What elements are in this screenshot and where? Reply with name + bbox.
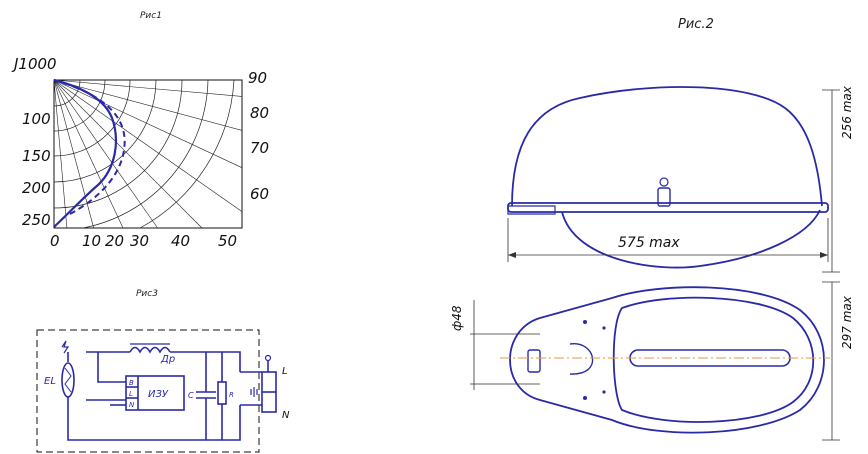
clamp: [657, 187, 671, 207]
fig1-grid-ray: [53, 79, 158, 229]
bulb-socket: [569, 343, 594, 375]
fig1-bottom-tick: 10: [82, 232, 101, 250]
resistor-label: R: [229, 391, 234, 399]
lamp-label: EL: [44, 376, 56, 387]
side-view: [507, 86, 829, 269]
clamp-top: [527, 349, 541, 373]
choke-coil: [129, 346, 171, 354]
reflector-outline: [612, 296, 814, 423]
bowl: [561, 209, 821, 269]
fig3-wiring-schematic: Рис3: [36, 289, 290, 453]
fig1-left-tick: 200: [22, 179, 51, 197]
top-outline: [509, 286, 825, 434]
fig1-curve-solid: [53, 78, 118, 228]
fig3-boundary: [36, 329, 260, 453]
capacitor-label: С: [188, 391, 194, 400]
fig1-grid-ray: [53, 79, 243, 168]
top-view: [509, 286, 825, 434]
fig1-left-tick: 100: [22, 110, 51, 128]
fig1-angle-tick: 90: [248, 69, 267, 87]
igniter-pin: N: [129, 401, 135, 409]
fig1-left-tick: 150: [22, 147, 51, 165]
lamp-symbol: [61, 362, 75, 398]
dim-height: 256 max: [840, 85, 854, 139]
body-band: [507, 202, 829, 213]
fig1-grid-ray: [53, 79, 94, 229]
fig1-bottom-tick: 50: [218, 232, 237, 250]
fig1-angle-tick: 80: [250, 104, 269, 122]
fig1-curve-dashed: [53, 79, 126, 215]
dim-length: 575 max: [618, 235, 680, 251]
igniter-pin: B: [129, 379, 134, 387]
fig1-polar-grid: [53, 79, 243, 229]
fig1-bottom-tick: 0: [50, 232, 60, 250]
fig1-grid-ray: [53, 79, 243, 131]
ground-icon: [250, 387, 258, 397]
choke-label: Др: [160, 354, 175, 365]
fig1-angle-tick: 60: [250, 185, 269, 203]
fig1-grid-ray: [53, 79, 243, 212]
igniter-label: ИЗУ: [148, 389, 169, 400]
lightning-icon: [61, 340, 70, 354]
dim-diameter: ф48: [450, 305, 464, 331]
fig1-light-distribution: Рис1 J1000 100 150 200 250 90 80 70 60 0…: [11, 11, 269, 250]
fig1-grid-ray: [53, 79, 243, 97]
fig1-title: Рис1: [140, 11, 162, 21]
terminal-n-label: N: [282, 410, 290, 421]
fig2-title: Рис.2: [678, 17, 714, 32]
dim-width: 297 max: [840, 295, 854, 349]
housing-top: [511, 86, 823, 207]
fig3-wiring: [67, 343, 277, 441]
fig1-left-tick: 250: [22, 211, 51, 229]
terminal-l-label: L: [282, 366, 288, 377]
top-view-markers: [583, 320, 606, 400]
fig1-bottom-tick: 40: [171, 232, 190, 250]
mount-tab: [507, 205, 556, 215]
fig1-grid-ray: [53, 79, 124, 229]
fig3-title: Рис3: [136, 289, 158, 299]
fig1-bottom-tick: 20: [105, 232, 124, 250]
fig1-bottom-tick: 30: [130, 232, 149, 250]
terminal-mark: [264, 354, 272, 362]
fig1-unit-label: J1000: [11, 55, 57, 73]
igniter-pin: L: [129, 390, 133, 398]
fig1-grid-ray: [53, 79, 68, 229]
fig1-angle-tick: 70: [250, 139, 269, 157]
fig1-grid-ray: [53, 79, 203, 229]
fig2-luminaire-drawing: Рис.2 256 max 575 max: [450, 17, 854, 441]
fig1-frame: [53, 79, 243, 229]
